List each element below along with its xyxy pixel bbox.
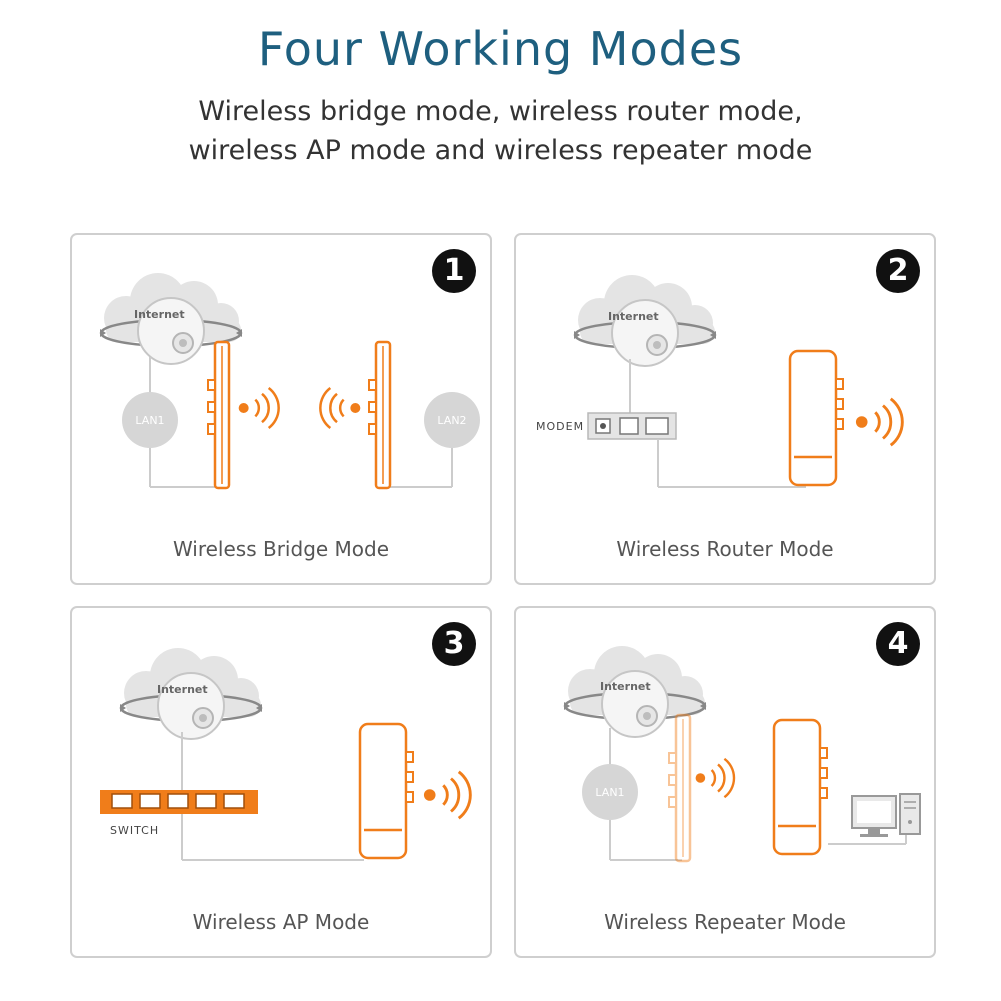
panel-bridge-mode: Internet LAN1 LAN2 1 Wireless Bridge Mod… — [70, 233, 492, 585]
switch-label: SWITCH — [110, 824, 160, 837]
antenna-icon — [358, 722, 415, 860]
antenna-icon — [772, 718, 829, 856]
lan2-node — [424, 392, 480, 448]
panel-caption: Wireless AP Mode — [192, 910, 370, 934]
panel-caption: Wireless Router Mode — [616, 537, 834, 561]
lan1-label: LAN1 — [595, 786, 624, 799]
antenna-icon — [368, 340, 392, 490]
switch-icon — [100, 790, 258, 814]
antenna-icon — [207, 340, 231, 490]
mode-number-badge: 2 — [876, 249, 920, 293]
mode-number-badge: 3 — [432, 622, 476, 666]
antenna-icon — [788, 349, 845, 487]
mode-number-badge: 1 — [432, 249, 476, 293]
panel-repeater-mode: Internet LAN1 4 Wireless Repeater Mode — [514, 606, 936, 958]
lan1-label: LAN1 — [135, 414, 164, 427]
panel-caption: Wireless Repeater Mode — [604, 910, 846, 934]
panel-ap-mode: Internet SWITCH 3 Wireless AP Mode — [70, 606, 492, 958]
ap-diagram: Internet — [100, 646, 472, 861]
internet-label: Internet — [608, 310, 659, 323]
modem-label: MODEM — [536, 420, 585, 433]
router-diagram: Internet — [572, 273, 904, 488]
internet-label: Internet — [134, 308, 185, 321]
wifi-signal-icon — [237, 386, 280, 430]
repeater-diagram: Internet LAN1 — [562, 644, 921, 863]
panel-router-mode: Internet MODEM 2 Wireless Router Mode — [514, 233, 936, 585]
lan1-node — [122, 392, 178, 448]
antenna-icon — [668, 713, 692, 863]
bridge-diagram: Internet LAN1 LAN2 — [98, 271, 480, 490]
panel-caption: Wireless Bridge Mode — [172, 537, 390, 561]
page-subtitle-line2: wireless AP mode and wireless repeater m… — [188, 135, 813, 166]
internet-label: Internet — [157, 683, 208, 696]
wifi-signal-icon — [319, 386, 362, 430]
wifi-signal-icon — [422, 770, 472, 820]
lan1-node — [582, 764, 638, 820]
computer-icon — [851, 793, 921, 837]
page-title: Four Working Modes — [257, 22, 744, 76]
wifi-signal-icon — [694, 757, 736, 799]
page-subtitle-line1: Wireless bridge mode, wireless router mo… — [198, 96, 803, 127]
lan2-label: LAN2 — [437, 414, 466, 427]
modem-icon — [587, 412, 677, 440]
wifi-signal-icon — [854, 397, 904, 447]
internet-label: Internet — [600, 680, 651, 693]
mode-number-badge: 4 — [876, 622, 920, 666]
